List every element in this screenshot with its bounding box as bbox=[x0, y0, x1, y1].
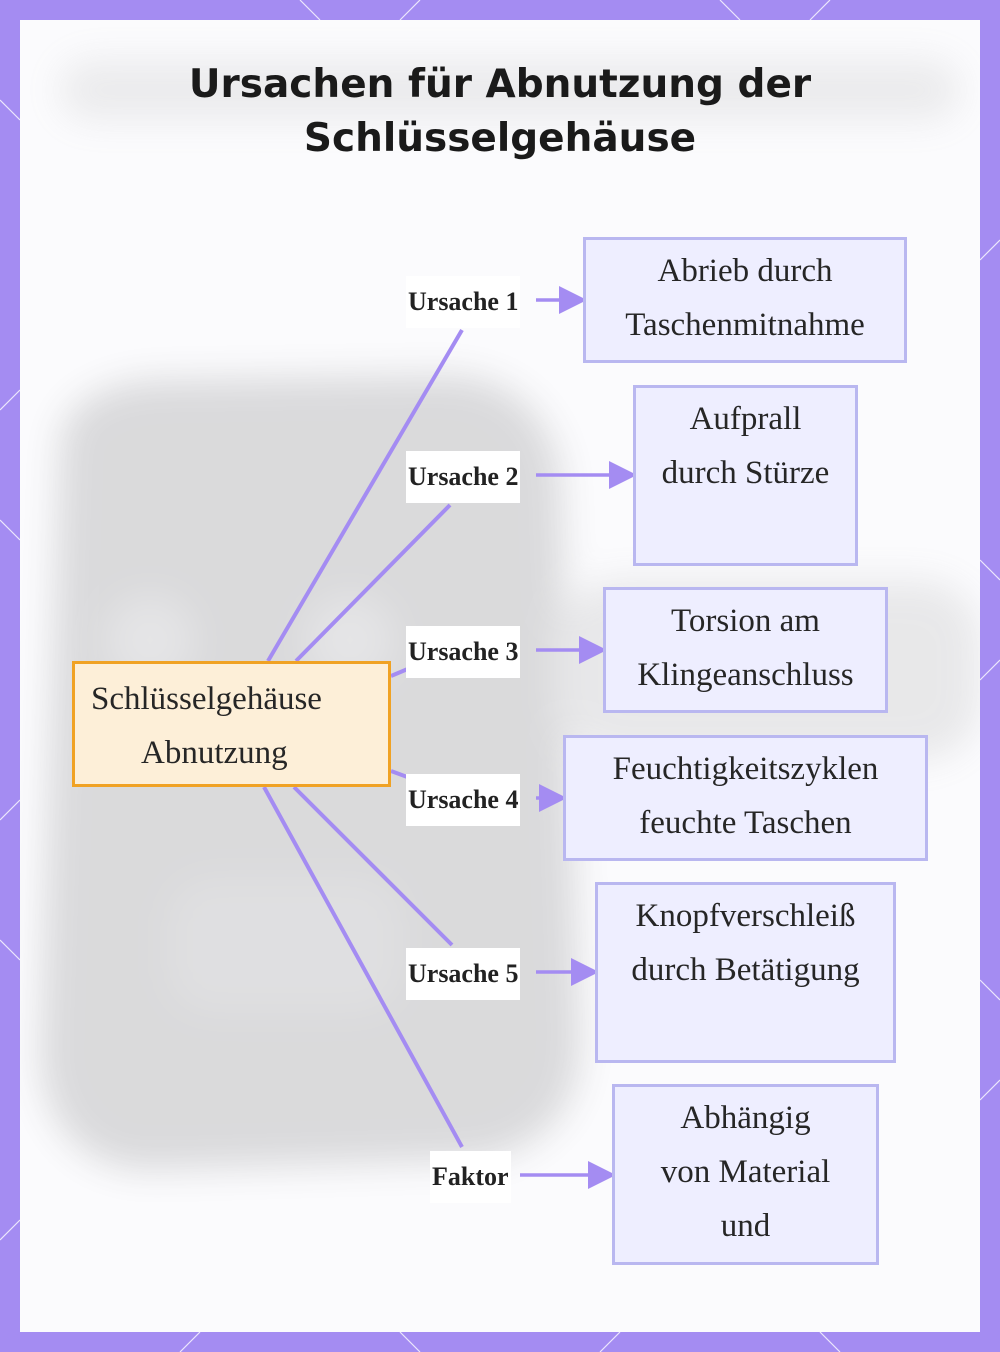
node-knopfverschleiss: Knopfverschleiß durch Betätigung bbox=[595, 882, 896, 1063]
central-node: Schlüsselgehäuse Abnutzung bbox=[72, 661, 391, 787]
node-text-line: Aufprall bbox=[689, 401, 802, 437]
node-feuchtigkeit: Feuchtigkeitszyklen feuchte Taschen bbox=[563, 735, 928, 861]
node-text-line: Abrieb durch bbox=[657, 253, 833, 289]
link-center-ursache-5 bbox=[292, 785, 454, 947]
node-abrieb: Abrieb durch Taschenmitnahme bbox=[583, 237, 907, 363]
node-text-line: feuchte Taschen bbox=[639, 805, 852, 841]
branch-label-faktor: Faktor bbox=[430, 1151, 511, 1203]
node-material: Abhängig von Material und bbox=[612, 1084, 879, 1265]
branch-label-ursache-4: Ursache 4 bbox=[406, 774, 521, 826]
node-text-line: und bbox=[720, 1208, 771, 1244]
node-text-line: Klingeanschluss bbox=[637, 657, 854, 693]
node-torsion: Torsion am Klingeanschluss bbox=[603, 587, 888, 713]
link-center-faktor bbox=[262, 786, 464, 1148]
branch-label-ursache-3: Ursache 3 bbox=[406, 626, 521, 678]
node-text-line: Taschenmitnahme bbox=[625, 307, 865, 343]
link-center-ursache-1 bbox=[266, 328, 464, 663]
link-center-ursache-2 bbox=[294, 503, 452, 663]
branch-label-ursache-1: Ursache 1 bbox=[406, 276, 521, 328]
node-text-line: Knopfverschleiß bbox=[635, 898, 856, 934]
node-text-line: durch Stürze bbox=[661, 455, 830, 491]
central-node-line-1: Schlüsselgehäuse bbox=[91, 681, 322, 717]
branch-label-ursache-2: Ursache 2 bbox=[406, 451, 521, 503]
node-text-line: Feuchtigkeitszyklen bbox=[612, 751, 879, 787]
central-node-line-2: Abnutzung bbox=[141, 735, 288, 771]
node-aufprall: Aufprall durch Stürze bbox=[633, 385, 858, 566]
node-text-line: Abhängig bbox=[680, 1100, 811, 1136]
node-text-line: durch Betätigung bbox=[631, 952, 860, 988]
branch-label-ursache-5: Ursache 5 bbox=[406, 948, 521, 1000]
diagram-title: Ursachen für Abnutzung der Schlüsselgehä… bbox=[0, 58, 1000, 166]
node-text-line: Torsion am bbox=[671, 603, 820, 639]
title-line-2: Schlüsselgehäuse bbox=[303, 116, 697, 161]
title-line-1: Ursachen für Abnutzung der bbox=[188, 62, 812, 107]
node-text-line: von Material bbox=[660, 1154, 831, 1190]
